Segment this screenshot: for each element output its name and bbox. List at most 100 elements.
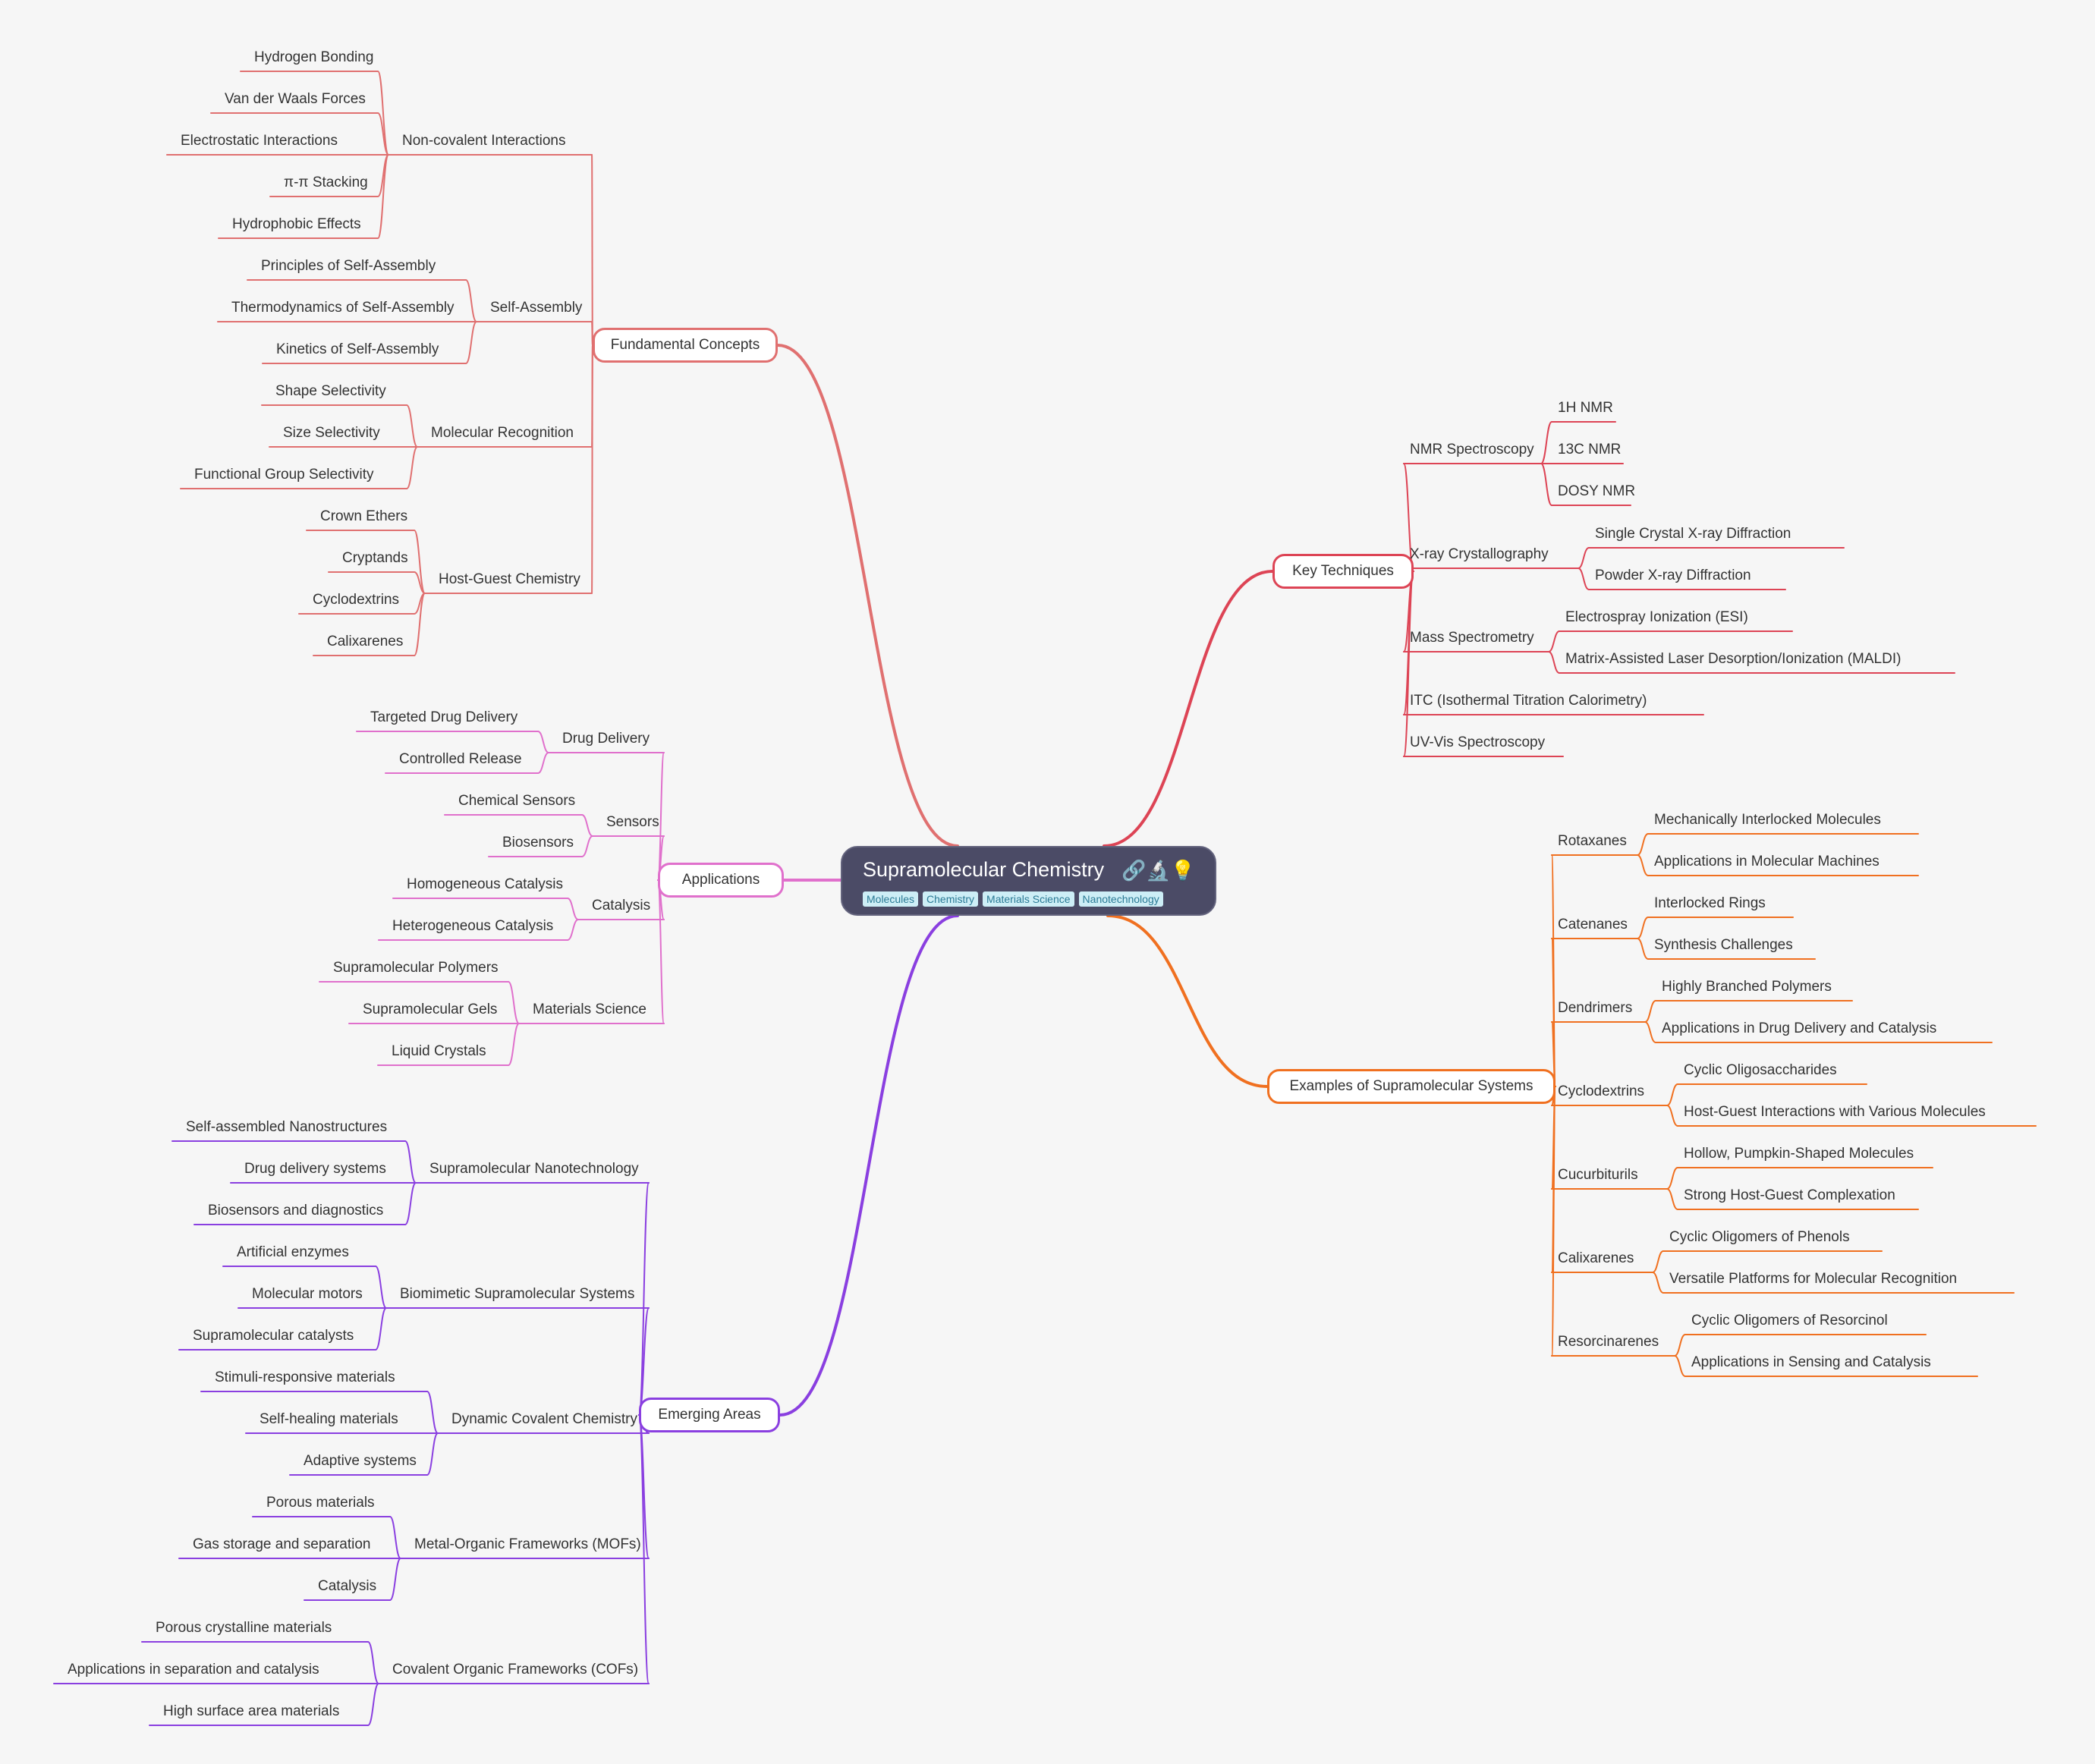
subtopic-biosensors-and-diagnostics[interactable]: Biosensors and diagnostics: [208, 1203, 384, 1218]
branch-fundamental-concepts[interactable]: Fundamental Concepts: [593, 328, 778, 363]
connector-line: [1666, 1188, 1678, 1210]
subtopic-porous-materials[interactable]: Porous materials: [266, 1495, 375, 1511]
subtopic-homogeneous-catalysis[interactable]: Homogeneous Catalysis: [407, 876, 563, 892]
subtopic-artificial-enzymes[interactable]: Artificial enzymes: [237, 1244, 349, 1260]
subtopic-hollow-pumpkin-shaped-molecules[interactable]: Hollow, Pumpkin-Shaped Molecules: [1684, 1146, 1914, 1162]
subtopic-dosy-nmr[interactable]: DOSY NMR: [1558, 483, 1636, 499]
subtopic-supramolecular-gels[interactable]: Supramolecular Gels: [363, 1001, 498, 1017]
tag-chemistry[interactable]: Chemistry: [923, 891, 979, 907]
topic-cyclodextrins[interactable]: Cyclodextrins: [1558, 1083, 1645, 1099]
subtopic-cryptands[interactable]: Cryptands: [342, 550, 408, 566]
topic-molecular-recognition[interactable]: Molecular Recognition: [431, 425, 574, 441]
topic-dendrimers[interactable]: Dendrimers: [1558, 1000, 1633, 1016]
topic-cucurbiturils[interactable]: Cucurbiturils: [1558, 1167, 1638, 1183]
topic-uv-vis-spectroscopy[interactable]: UV-Vis Spectroscopy: [1410, 734, 1546, 750]
subtopic-size-selectivity[interactable]: Size Selectivity: [283, 425, 380, 441]
subtopic-targeted-drug-delivery[interactable]: Targeted Drug Delivery: [370, 709, 518, 725]
subtopic-chemical-sensors[interactable]: Chemical Sensors: [458, 793, 576, 809]
subtopic-13c-nmr[interactable]: 13C NMR: [1558, 442, 1622, 458]
subtopic-matrix-assisted-laser-desorption-ionization-maldi[interactable]: Matrix-Assisted Laser Desorption/Ionizat…: [1565, 651, 1902, 667]
topic-host-guest-chemistry[interactable]: Host-Guest Chemistry: [439, 571, 580, 587]
topic-metal-organic-frameworks-mofs[interactable]: Metal-Organic Frameworks (MOFs): [414, 1536, 641, 1552]
subtopic-cyclodextrins[interactable]: Cyclodextrins: [313, 592, 400, 608]
subtopic-stimuli-responsive-materials[interactable]: Stimuli-responsive materials: [215, 1369, 395, 1385]
topic-drug-delivery[interactable]: Drug Delivery: [562, 731, 650, 747]
subtopic-electrostatic-interactions[interactable]: Electrostatic Interactions: [181, 133, 338, 149]
topic-catenanes[interactable]: Catenanes: [1558, 917, 1628, 932]
connector-line: [406, 404, 418, 448]
subtopic-applications-in-sensing-and-catalysis[interactable]: Applications in Sensing and Catalysis: [1691, 1354, 1931, 1370]
topic-supramolecular-nanotechnology[interactable]: Supramolecular Nanotechnology: [429, 1161, 639, 1177]
topic-covalent-organic-frameworks-cofs[interactable]: Covalent Organic Frameworks (COFs): [392, 1662, 639, 1678]
subtopic-self-healing-materials[interactable]: Self-healing materials: [260, 1411, 398, 1427]
subtopic-applications-in-molecular-machines[interactable]: Applications in Molecular Machines: [1654, 854, 1880, 869]
subtopic-functional-group-selectivity[interactable]: Functional Group Selectivity: [194, 467, 374, 483]
subtopic-highly-branched-polymers[interactable]: Highly Branched Polymers: [1662, 979, 1832, 995]
subtopic-calixarenes[interactable]: Calixarenes: [327, 634, 404, 649]
subtopic-supramolecular-catalysts[interactable]: Supramolecular catalysts: [193, 1328, 354, 1344]
subtopic-synthesis-challenges[interactable]: Synthesis Challenges: [1654, 937, 1793, 953]
topic-sensors[interactable]: Sensors: [606, 814, 659, 830]
subtopic-stacking[interactable]: π-π Stacking: [284, 175, 368, 190]
subtopic-liquid-crystals[interactable]: Liquid Crystals: [392, 1043, 486, 1059]
subtopic-controlled-release[interactable]: Controlled Release: [399, 751, 522, 767]
subtopic-shape-selectivity[interactable]: Shape Selectivity: [275, 383, 386, 399]
topic-catalysis[interactable]: Catalysis: [592, 898, 651, 913]
topic-nmr-spectroscopy[interactable]: NMR Spectroscopy: [1410, 442, 1534, 458]
topic-x-ray-crystallography[interactable]: X-ray Crystallography: [1410, 546, 1549, 562]
topic-rotaxanes[interactable]: Rotaxanes: [1558, 833, 1627, 849]
subtopic-biosensors[interactable]: Biosensors: [502, 835, 574, 851]
subtopic-van-der-waals-forces[interactable]: Van der Waals Forces: [225, 91, 366, 107]
topic-biomimetic-supramolecular-systems[interactable]: Biomimetic Supramolecular Systems: [400, 1286, 635, 1302]
topic-self-assembly[interactable]: Self-Assembly: [490, 300, 583, 316]
topic-dynamic-covalent-chemistry[interactable]: Dynamic Covalent Chemistry: [451, 1411, 637, 1427]
subtopic-cyclic-oligomers-of-phenols[interactable]: Cyclic Oligomers of Phenols: [1669, 1229, 1850, 1245]
subtopic-heterogeneous-catalysis[interactable]: Heterogeneous Catalysis: [392, 918, 554, 934]
subtopic-strong-host-guest-complexation[interactable]: Strong Host-Guest Complexation: [1684, 1187, 1895, 1203]
tag-materials-science[interactable]: Materials Science: [983, 891, 1074, 907]
subtopic-applications-in-drug-delivery-and-catalysis[interactable]: Applications in Drug Delivery and Cataly…: [1662, 1020, 1937, 1036]
branch-emerging-areas[interactable]: Emerging Areas: [639, 1398, 780, 1432]
link-microscope-bulb-icons: 🔗🔬💡: [1121, 859, 1196, 882]
subtopic-versatile-platforms-for-molecular-recognition[interactable]: Versatile Platforms for Molecular Recogn…: [1669, 1271, 1958, 1287]
subtopic-adaptive-systems[interactable]: Adaptive systems: [304, 1453, 417, 1469]
subtopic-host-guest-interactions-with-various-molecules[interactable]: Host-Guest Interactions with Various Mol…: [1684, 1104, 1986, 1120]
subtopic-supramolecular-polymers[interactable]: Supramolecular Polymers: [333, 960, 499, 976]
subtopic-catalysis[interactable]: Catalysis: [318, 1578, 377, 1594]
subtopic-principles-of-self-assembly[interactable]: Principles of Self-Assembly: [261, 258, 436, 274]
branch-key-techniques[interactable]: Key Techniques: [1272, 554, 1414, 589]
subtopic-gas-storage-and-separation[interactable]: Gas storage and separation: [193, 1536, 371, 1552]
connector-line: [389, 1558, 401, 1601]
subtopic-self-assembled-nanostructures[interactable]: Self-assembled Nanostructures: [186, 1119, 388, 1135]
subtopic-powder-x-ray-diffraction[interactable]: Powder X-ray Diffraction: [1595, 568, 1751, 583]
topic-itc-isothermal-titration-calorimetry[interactable]: ITC (Isothermal Titration Calorimetry): [1410, 693, 1647, 709]
branch-applications[interactable]: Applications: [658, 863, 784, 898]
topic-mass-spectrometry[interactable]: Mass Spectrometry: [1410, 630, 1534, 646]
subtopic-hydrophobic-effects[interactable]: Hydrophobic Effects: [232, 216, 361, 232]
subtopic-cyclic-oligosaccharides[interactable]: Cyclic Oligosaccharides: [1684, 1062, 1837, 1078]
topic-non-covalent-interactions[interactable]: Non-covalent Interactions: [402, 133, 566, 149]
subtopic-interlocked-rings[interactable]: Interlocked Rings: [1654, 895, 1766, 911]
subtopic-1h-nmr[interactable]: 1H NMR: [1558, 400, 1613, 416]
subtopic-molecular-motors[interactable]: Molecular motors: [252, 1286, 363, 1302]
topic-materials-science[interactable]: Materials Science: [533, 1001, 646, 1017]
subtopic-mechanically-interlocked-molecules[interactable]: Mechanically Interlocked Molecules: [1654, 812, 1881, 828]
branch-examples-of-supramolecular-systems[interactable]: Examples of Supramolecular Systems: [1267, 1069, 1556, 1104]
subtopic-kinetics-of-self-assembly[interactable]: Kinetics of Self-Assembly: [276, 341, 439, 357]
tag-molecules[interactable]: Molecules: [863, 891, 919, 907]
tag-nanotechnology[interactable]: Nanotechnology: [1078, 891, 1163, 907]
subtopic-thermodynamics-of-self-assembly[interactable]: Thermodynamics of Self-Assembly: [231, 300, 455, 316]
subtopic-hydrogen-bonding[interactable]: Hydrogen Bonding: [254, 49, 374, 65]
subtopic-crown-ethers[interactable]: Crown Ethers: [320, 508, 408, 524]
subtopic-high-surface-area-materials[interactable]: High surface area materials: [163, 1703, 340, 1719]
subtopic-porous-crystalline-materials[interactable]: Porous crystalline materials: [156, 1620, 332, 1636]
topic-resorcinarenes[interactable]: Resorcinarenes: [1558, 1334, 1659, 1350]
subtopic-cyclic-oligomers-of-resorcinol[interactable]: Cyclic Oligomers of Resorcinol: [1691, 1313, 1888, 1329]
topic-calixarenes[interactable]: Calixarenes: [1558, 1250, 1634, 1266]
subtopic-drug-delivery-systems[interactable]: Drug delivery systems: [244, 1161, 386, 1177]
subtopic-applications-in-separation-and-catalysis[interactable]: Applications in separation and catalysis: [68, 1662, 319, 1678]
subtopic-single-crystal-x-ray-diffraction[interactable]: Single Crystal X-ray Diffraction: [1595, 526, 1791, 542]
connector-line: [426, 1432, 439, 1476]
subtopic-electrospray-ionization-esi[interactable]: Electrospray Ionization (ESI): [1565, 609, 1748, 625]
